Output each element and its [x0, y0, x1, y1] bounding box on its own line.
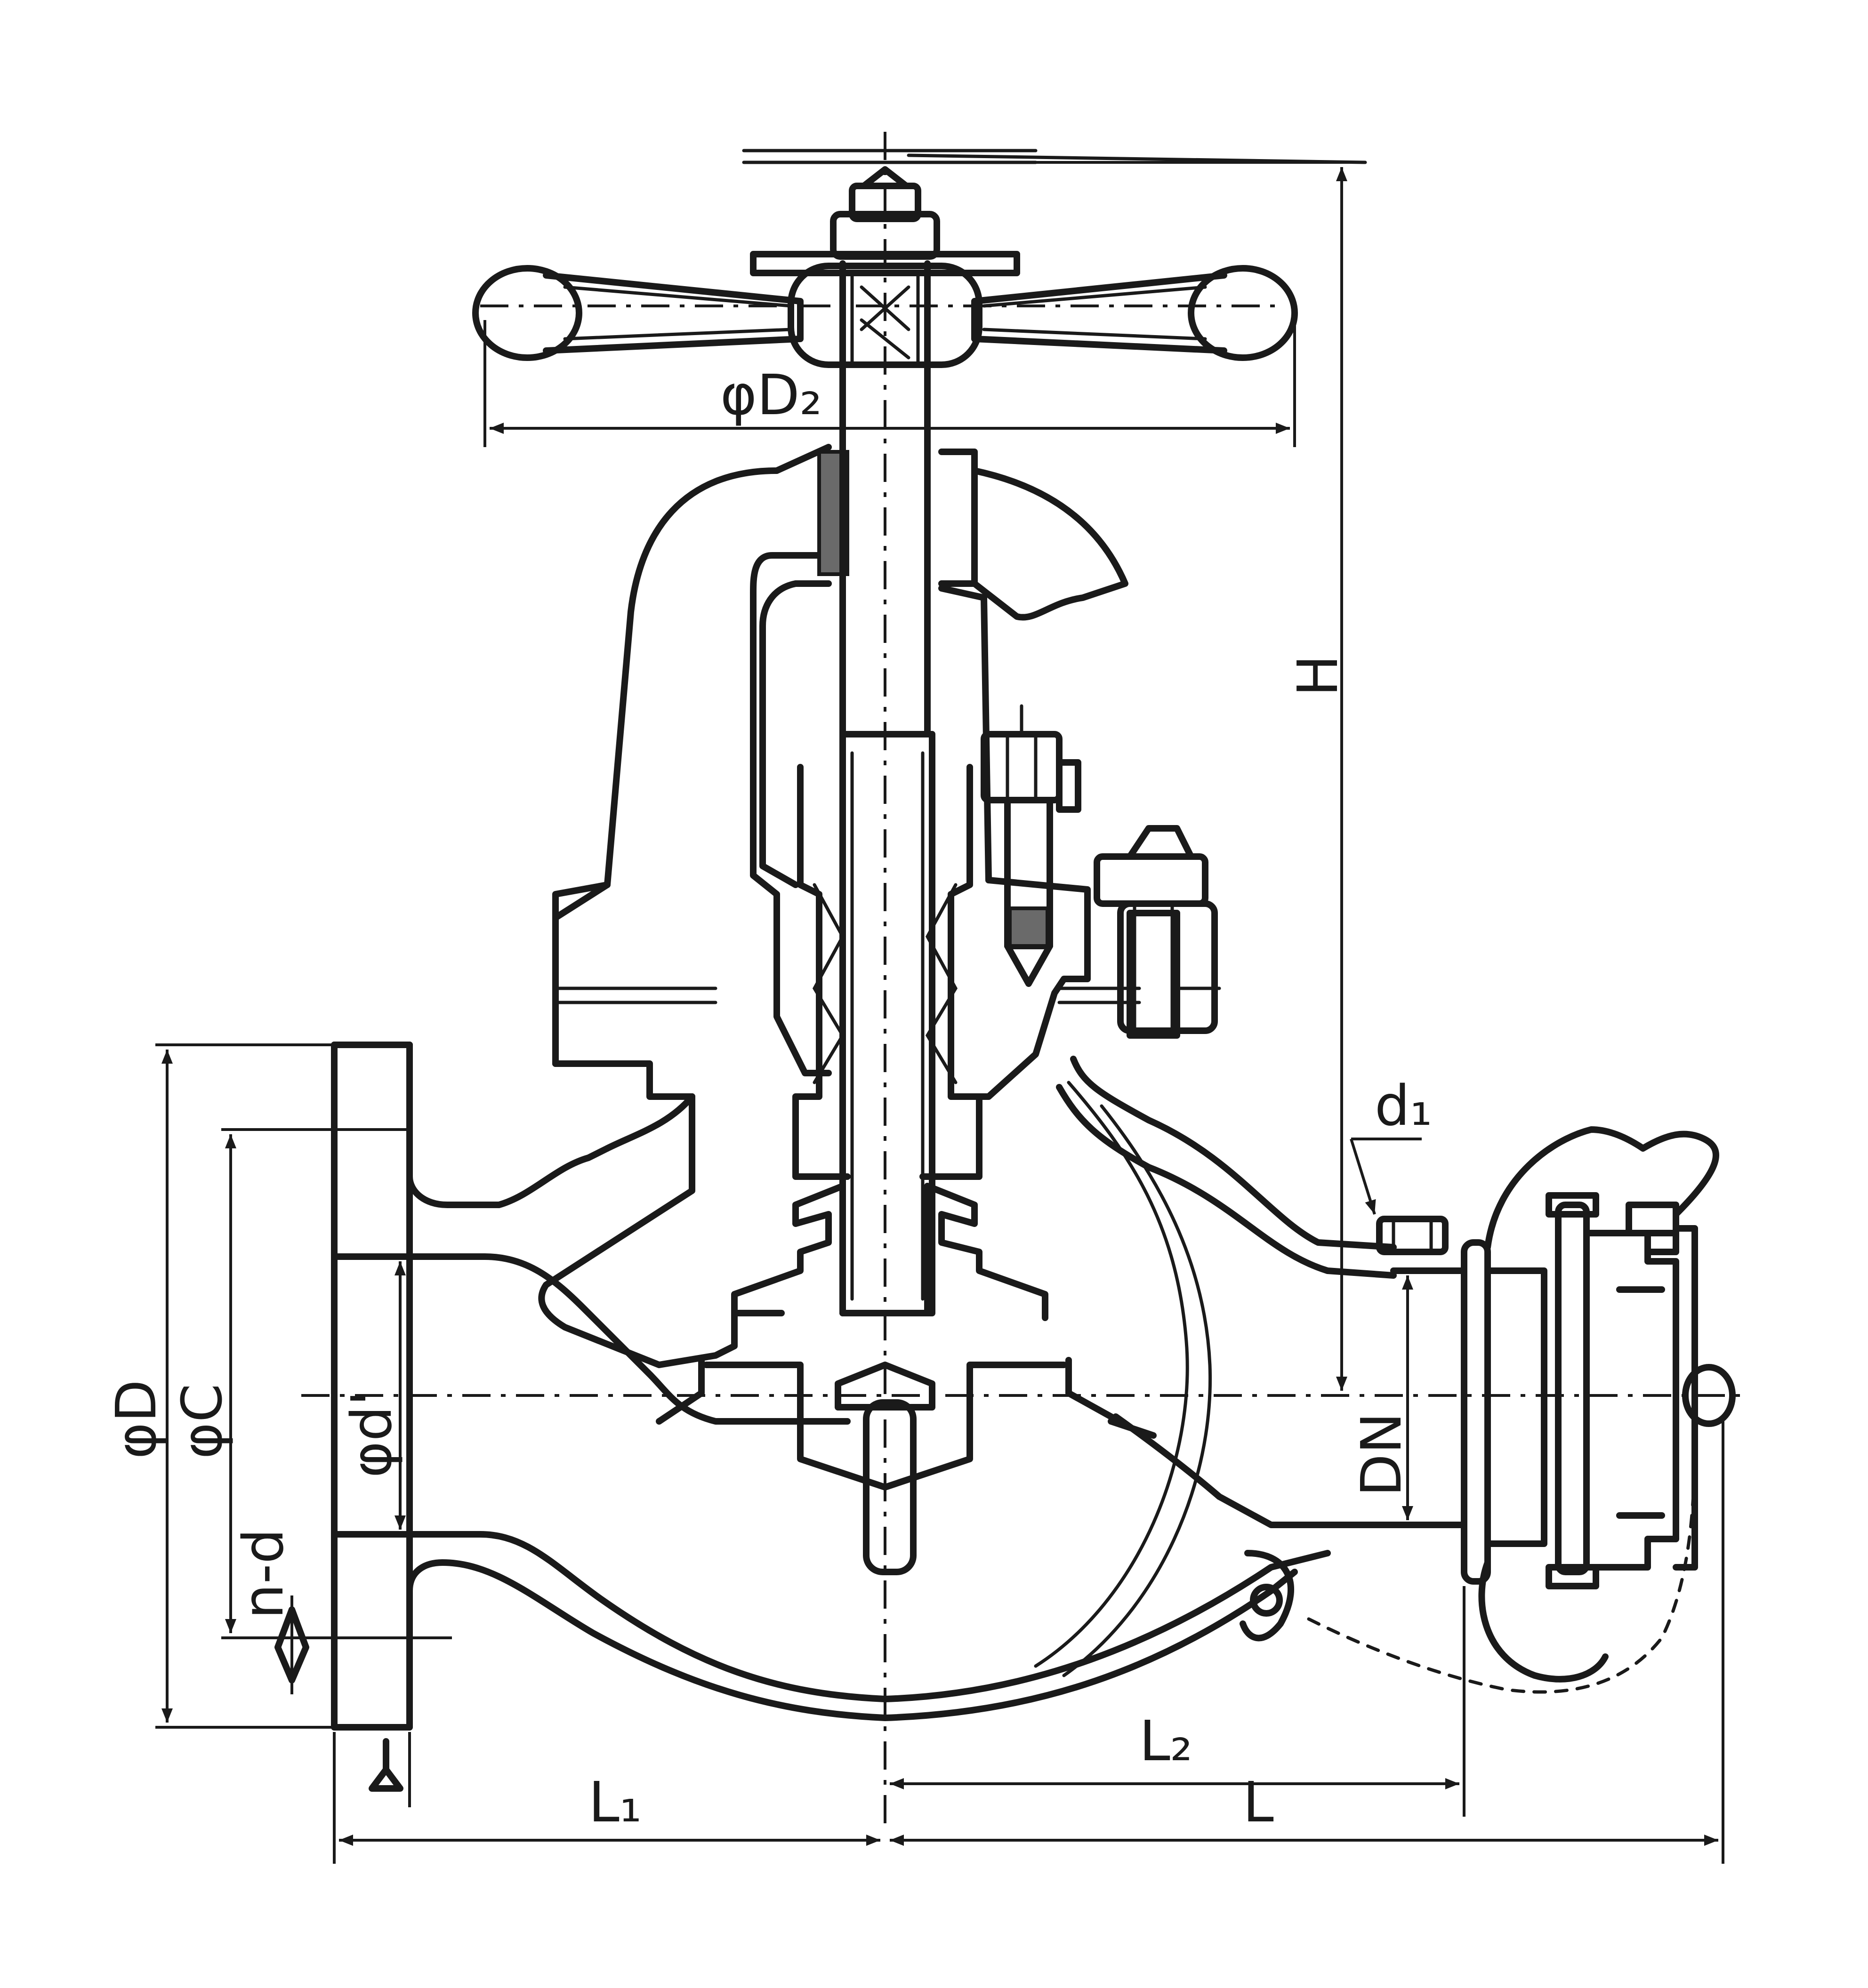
valve-body: [331, 1042, 1463, 1731]
bonnet-bolt: [981, 704, 1081, 987]
inlet-flange-top: [331, 1042, 611, 1208]
label-bolt-circle: φC: [169, 1384, 234, 1459]
label-total-length: L: [1243, 1770, 1274, 1835]
dimensions: φD₂ H φD φC φd' n-d DN d₁: [104, 161, 1724, 1864]
handwheel-right-grip: [1188, 265, 1298, 361]
label-nominal-diameter: DN: [1349, 1412, 1414, 1497]
inlet-flange: [331, 1042, 413, 1731]
label-bolt-holes: n-d: [231, 1529, 296, 1619]
label-height: H: [1285, 655, 1350, 697]
disc-tail: [863, 1399, 917, 1575]
label-handwheel-diameter: φD₂: [720, 362, 822, 427]
cap-knob: [1682, 1364, 1736, 1427]
outlet-coupling: [1240, 1126, 1736, 1694]
stem-lower: [839, 731, 935, 1316]
label-length-inlet: L₁: [588, 1770, 642, 1835]
bonnet: [552, 444, 1141, 1180]
label-outlet-thread: d₁: [1375, 1073, 1432, 1138]
label-length-outlet: L₂: [1139, 1708, 1192, 1773]
dim-outlet-thread: [1350, 1138, 1376, 1215]
center-lines: [301, 132, 1742, 1826]
handwheel: [472, 149, 1367, 368]
handwheel-left-grip: [472, 265, 582, 361]
coupling-ring: [1461, 1239, 1491, 1585]
label-flange-outer-diameter: φD: [104, 1379, 169, 1459]
drain-plug: [1094, 825, 1221, 1039]
valve-stem: [839, 260, 935, 1316]
label-bore: φd': [339, 1391, 404, 1478]
